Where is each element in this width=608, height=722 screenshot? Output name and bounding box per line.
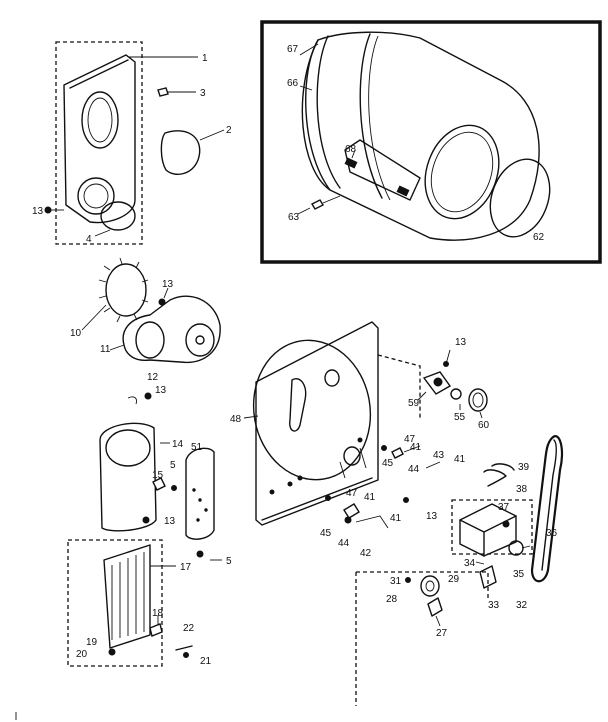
- callout-47-lower: 47: [346, 488, 358, 499]
- callout-4: 4: [86, 234, 92, 245]
- duct-heater-group: [67, 392, 222, 667]
- callout-13-duct: 13: [155, 385, 167, 396]
- bulkhead-group: [243, 321, 488, 529]
- callout-66: 66: [287, 78, 299, 89]
- callout-29: 29: [448, 574, 460, 585]
- callout-47-upper: 47: [404, 434, 416, 445]
- motor-group: [355, 435, 564, 706]
- callout-18: 18: [152, 608, 164, 619]
- callout-35: 35: [513, 569, 525, 580]
- callout-labels: 1 3 2 13 4 67 66 68 63 62 13 10 11 12 13…: [32, 44, 558, 667]
- callout-13-blower: 13: [162, 279, 174, 290]
- callout-21: 21: [200, 656, 212, 667]
- callout-62: 62: [533, 232, 545, 243]
- callout-41-upper-b: 41: [454, 454, 466, 465]
- callout-39: 39: [518, 462, 530, 473]
- blower-group: [81, 257, 221, 364]
- callout-3: 3: [200, 88, 206, 99]
- callout-13-bulkhead: 13: [455, 337, 467, 348]
- callout-43: 43: [433, 450, 445, 461]
- callout-12: 12: [147, 372, 159, 383]
- callout-33: 33: [488, 600, 500, 611]
- callout-67: 67: [287, 44, 299, 55]
- callout-45-upper: 45: [382, 458, 394, 469]
- callout-42: 42: [360, 548, 372, 559]
- callout-37: 37: [498, 502, 510, 513]
- callout-41-lower-a: 41: [364, 492, 376, 503]
- callout-44-lower: 44: [338, 538, 350, 549]
- rear-panel-group: [44, 41, 225, 245]
- callout-2: 2: [226, 125, 232, 136]
- callout-32: 32: [516, 600, 528, 611]
- callout-36: 36: [546, 528, 558, 539]
- callout-59: 59: [408, 398, 420, 409]
- callout-38: 38: [516, 484, 528, 495]
- drum-inset: [260, 20, 602, 264]
- callout-11: 11: [100, 344, 111, 355]
- callout-63: 63: [288, 212, 300, 223]
- callout-17: 17: [180, 562, 192, 573]
- callout-28: 28: [386, 594, 398, 605]
- callout-34: 34: [464, 558, 476, 569]
- callout-68: 68: [345, 144, 357, 155]
- callout-1: 1: [202, 53, 208, 64]
- callout-27: 27: [436, 628, 448, 639]
- callout-45-lower: 45: [320, 528, 332, 539]
- callout-5-lower: 5: [226, 556, 232, 567]
- callout-31: 31: [390, 576, 402, 587]
- callout-60: 60: [478, 420, 490, 431]
- callout-44-upper: 44: [408, 464, 420, 475]
- callout-41-lower-b: 41: [390, 513, 402, 524]
- callout-51: 51: [191, 442, 203, 453]
- callout-15: 15: [152, 470, 164, 481]
- callout-13-rear: 13: [32, 206, 44, 217]
- callout-14: 14: [172, 439, 184, 450]
- callout-20: 20: [76, 649, 88, 660]
- callout-48: 48: [230, 414, 242, 425]
- callout-22: 22: [183, 623, 195, 634]
- callout-5-upper: 5: [170, 460, 176, 471]
- callout-55: 55: [454, 412, 466, 423]
- callout-13-heater: 13: [164, 516, 176, 527]
- callout-10: 10: [70, 328, 82, 339]
- callout-19: 19: [86, 637, 98, 648]
- callout-41-upper-a: 41: [410, 442, 422, 453]
- callout-13-lower: 13: [426, 511, 438, 522]
